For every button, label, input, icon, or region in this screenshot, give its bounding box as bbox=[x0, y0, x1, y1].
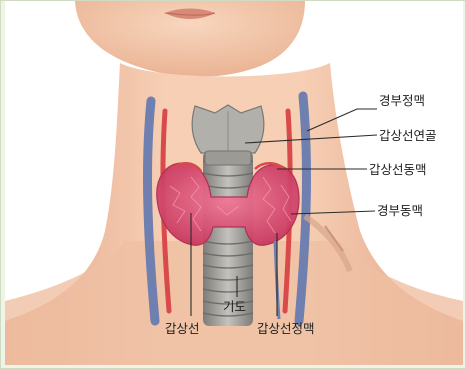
label-thyroid-cartilage: 갑상선연골 bbox=[379, 128, 437, 143]
label-carotid-artery: 경부동맥 bbox=[377, 203, 423, 218]
illustration-panel: 경부정맥 갑상선연골 갑상선동맥 경부동맥 기도 갑상선 갑상선정맥 bbox=[5, 1, 463, 365]
label-thyroid-vein: 갑상선정맥 bbox=[257, 321, 315, 336]
label-layer: 경부정맥 갑상선연골 갑상선동맥 경부동맥 기도 갑상선 갑상선정맥 bbox=[5, 1, 463, 365]
label-thyroid-gland: 갑상선 bbox=[165, 321, 200, 336]
label-external-jugular-vein: 경부정맥 bbox=[379, 93, 425, 108]
label-thyroid-artery: 갑상선동맥 bbox=[369, 162, 427, 177]
label-trachea: 기도 bbox=[223, 299, 246, 314]
